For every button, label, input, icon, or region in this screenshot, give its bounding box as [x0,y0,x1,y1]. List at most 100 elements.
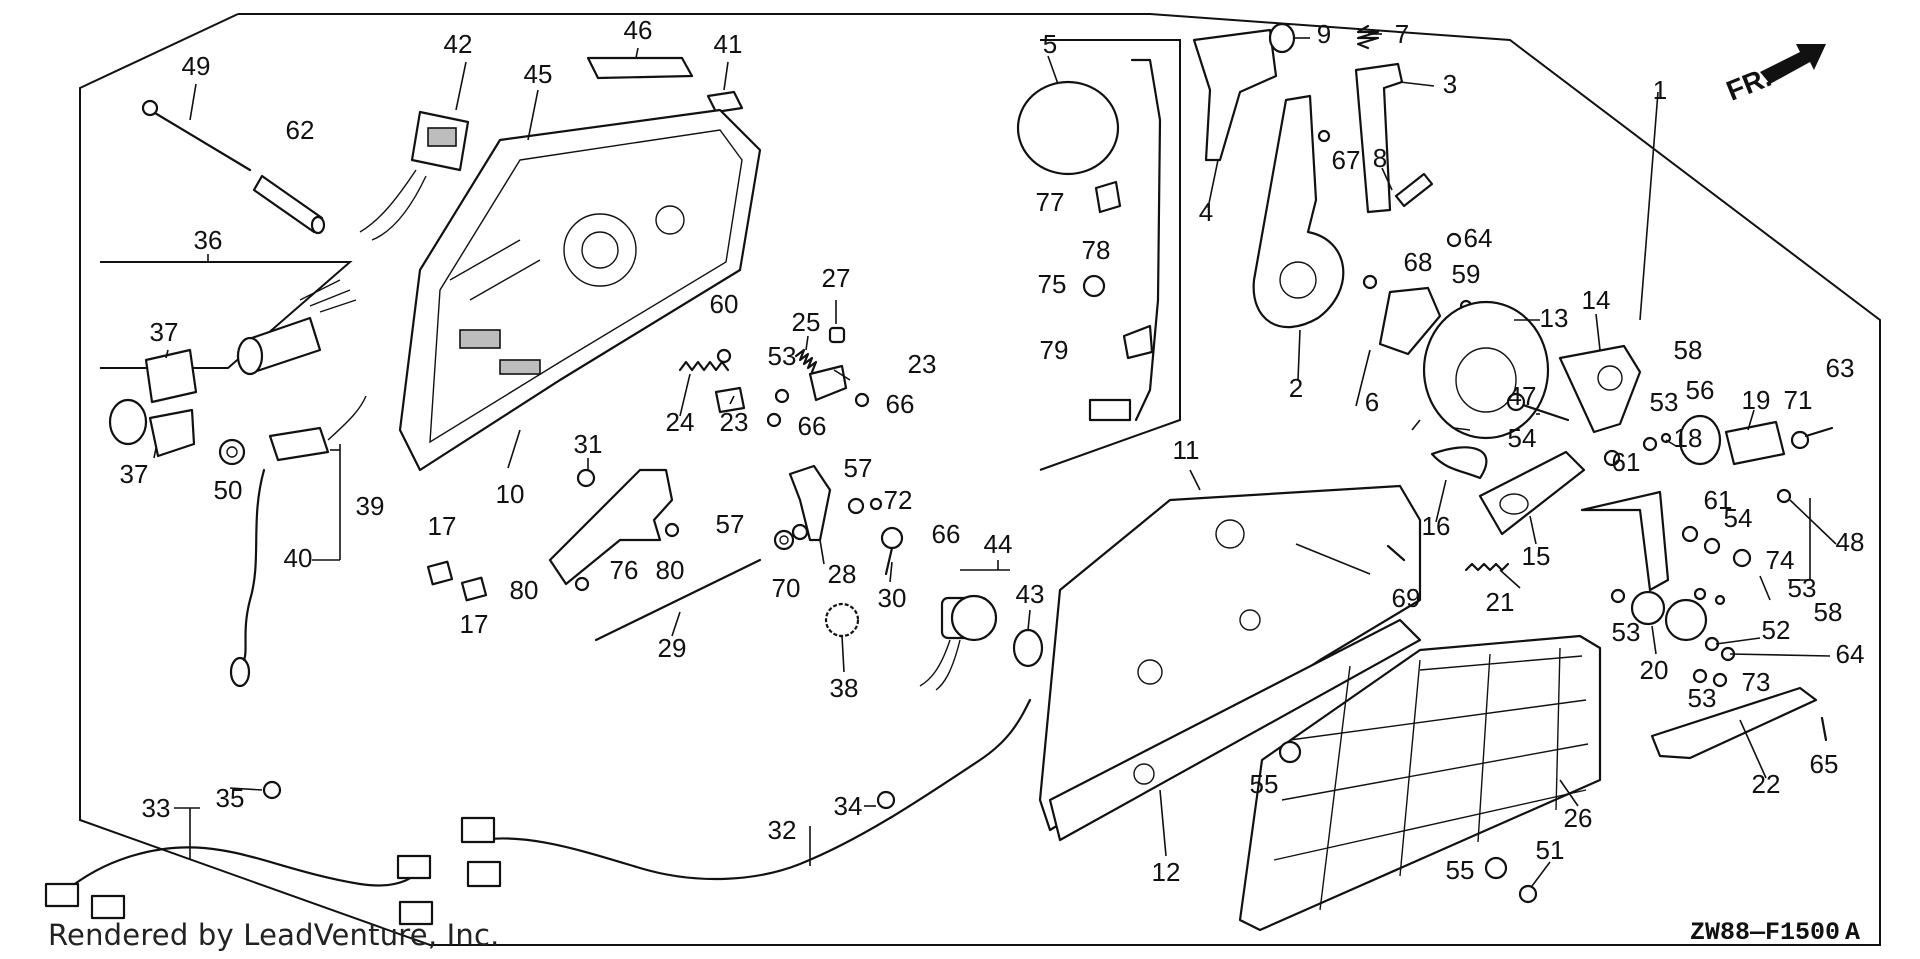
callout-3: 3 [1443,69,1457,99]
part-37-key-fob-bottom [108,398,196,458]
part-31-clip [576,468,596,488]
part-69-screw [1386,544,1406,562]
part-46-label-plate [586,56,694,80]
callout-30: 30 [878,583,907,613]
part-70-washer [773,529,795,551]
callout-35: 35 [216,783,245,813]
part-5-retaining-ring [1016,80,1120,176]
part-21-spring [1464,562,1510,572]
callout-61-a: 61 [1612,447,1641,477]
callout-8: 8 [1373,143,1387,173]
callout-7: 7 [1395,19,1409,49]
part-49-long-bolt [141,99,252,172]
callout-57-a: 57 [844,453,873,483]
part-9-button [1268,22,1296,54]
callout-79: 79 [1040,335,1069,365]
callout-72: 72 [884,485,913,515]
callout-37-a: 37 [150,317,179,347]
callout-43: 43 [1016,579,1045,609]
part-26-grille-plate [1238,634,1602,932]
callout-51: 51 [1536,835,1565,865]
part-53-washer-e [1692,668,1708,684]
part-8-pin [1394,172,1434,208]
callout-64-b: 64 [1836,639,1865,669]
callout-10: 10 [496,479,525,509]
part-51-nut [1518,884,1538,904]
callout-5: 5 [1043,29,1057,59]
callout-59: 59 [1452,259,1481,289]
part-30-pin [880,526,904,576]
part-73-nut [1712,672,1728,688]
callout-62: 62 [286,115,315,145]
callout-67: 67 [1332,145,1361,175]
part-42-tachometer-unit [359,110,470,241]
callout-32: 32 [768,815,797,845]
part-23-plate-b [808,364,848,402]
callout-55-b: 55 [1446,855,1475,885]
callout-49: 49 [182,51,211,81]
callout-53-a: 53 [768,341,797,371]
part-19-adjuster [1724,420,1786,466]
callout-70: 70 [772,573,801,603]
callout-58-a: 58 [1674,335,1703,365]
callout-66-b: 66 [798,411,827,441]
part-13-gear-plate [1422,300,1550,440]
callout-47: 47 [1508,381,1537,411]
part-53-washer-a [774,388,790,404]
callout-4: 4 [1199,197,1213,227]
callout-75: 75 [1038,269,1067,299]
part-57-nut-a [847,497,865,515]
callout-57-b: 57 [716,509,745,539]
callout-28: 28 [828,559,857,589]
part-17-pin-b [460,576,488,602]
callout-9: 9 [1317,19,1331,49]
callout-65: 65 [1810,749,1839,779]
callout-17-b: 17 [460,609,489,639]
part-77-clamp [1094,180,1122,214]
part-68-screw [1362,274,1378,290]
callout-52: 52 [1762,615,1791,645]
part-29-throttle-rod [594,558,762,642]
callout-66-a: 66 [886,389,915,419]
callout-54-a: 54 [1508,423,1537,453]
part-54-washer-b [1703,537,1721,555]
callout-63: 63 [1826,353,1855,383]
callout-54-b: 54 [1724,503,1753,533]
callout-38: 38 [830,673,859,703]
part-3-lock-bracket [1354,62,1404,214]
part-76-shift-link [548,468,674,586]
front-direction-arrow [1760,44,1826,84]
callout-29: 29 [658,633,687,663]
callout-27: 27 [822,263,851,293]
part-7-spring [1356,24,1380,50]
part-15-plate [1478,450,1586,536]
callout-12: 12 [1152,857,1181,887]
callout-14: 14 [1582,285,1611,315]
part-64-screw-a [1446,232,1462,248]
part-53-washer-c [1610,588,1626,604]
part-4-lever-grip [1192,28,1278,162]
callout-25: 25 [792,307,821,337]
callout-58-b: 58 [1814,597,1843,627]
callout-55-a: 55 [1250,769,1279,799]
part-56-ring [1678,414,1722,466]
callout-17-a: 17 [428,511,457,541]
part-61-nut-b [1681,525,1699,543]
diagram-code: ZW88—F1500 A [1690,918,1861,947]
callout-53-c: 53 [1788,573,1817,603]
callout-71: 71 [1784,385,1813,415]
callout-66-c: 66 [932,519,961,549]
part-32-main-harness [460,698,1032,888]
part-43-cap [1012,628,1044,668]
callout-60: 60 [710,289,739,319]
part-58-pin-b [1714,594,1726,606]
part-72-screw [869,497,883,511]
callout-39: 39 [356,491,385,521]
part-36-ignition-switch [236,279,357,376]
part-48-screw [1776,488,1792,504]
callout-80-b: 80 [510,575,539,605]
callout-11: 11 [1173,435,1200,465]
callout-19: 19 [1742,385,1771,415]
callout-22: 22 [1752,769,1781,799]
